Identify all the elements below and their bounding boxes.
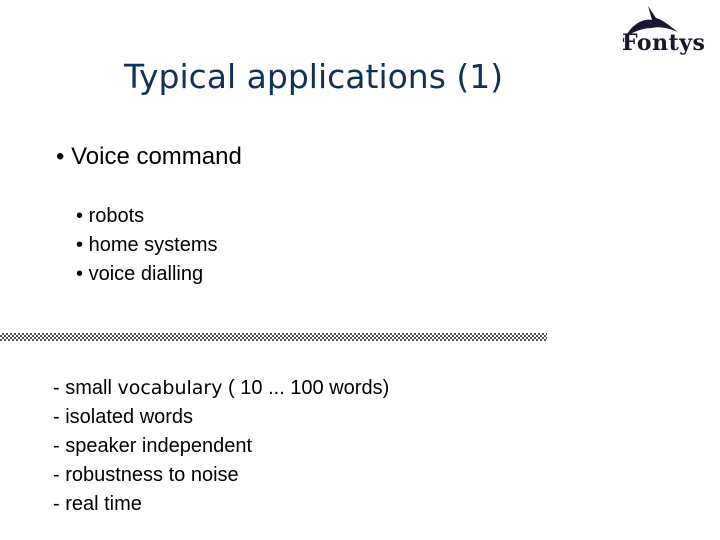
requirement-real-time: - real time bbox=[53, 493, 142, 515]
requirement-small-vocabulary: - small vocabulary ( 10 ... 100 words) bbox=[53, 377, 390, 399]
requirement-isolated-words: - isolated words bbox=[53, 406, 194, 428]
logo-text: Fontys bbox=[622, 30, 706, 56]
dotted-divider bbox=[0, 333, 547, 341]
sub-bullet-voice-dialling: • voice dialling bbox=[76, 263, 204, 285]
sub-bullet-home-systems: • home systems bbox=[76, 234, 218, 256]
bullet-voice-command: • Voice command bbox=[56, 143, 242, 171]
requirement-speaker-independent: - speaker independent bbox=[53, 435, 253, 457]
fontys-logo: Fontys bbox=[618, 2, 718, 64]
bullet-marker: • bbox=[56, 143, 65, 170]
slide-title: Typical applications (1) bbox=[124, 57, 504, 96]
bullet-text: Voice command bbox=[71, 143, 242, 170]
requirement-robustness: - robustness to noise bbox=[53, 464, 239, 486]
sub-bullet-robots: • robots bbox=[76, 205, 145, 227]
